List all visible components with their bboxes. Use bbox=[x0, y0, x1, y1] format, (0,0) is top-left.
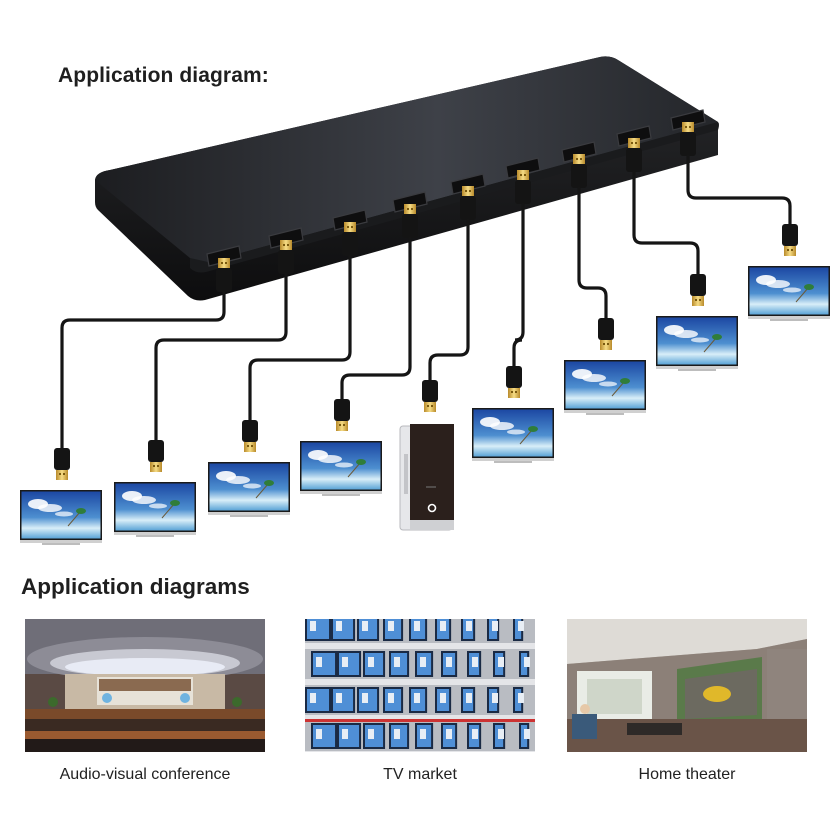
hdmi-cables bbox=[54, 154, 798, 480]
caption-audio-visual-conference: Audio-visual conference bbox=[59, 766, 231, 783]
hdmi-splitter-device bbox=[95, 56, 719, 301]
hdmi-port bbox=[561, 141, 597, 163]
hdmi-plug bbox=[626, 138, 642, 172]
hdmi-plug bbox=[54, 448, 70, 480]
tv-monitor-icon bbox=[747, 265, 831, 322]
hdmi-plug bbox=[402, 204, 418, 238]
tv-monitor-icon bbox=[655, 315, 739, 372]
hdmi-cable bbox=[512, 202, 525, 368]
caption-home-theater: Home theater bbox=[638, 766, 736, 783]
hdmi-plug bbox=[242, 420, 258, 452]
hdmi-cable bbox=[686, 154, 792, 226]
output-displays bbox=[19, 265, 831, 546]
hdmi-cable bbox=[577, 186, 608, 320]
photo-tv-market bbox=[305, 619, 535, 752]
hdmi-plug bbox=[598, 318, 614, 350]
caption-tv-market: TV market bbox=[383, 766, 457, 783]
hdmi-cable bbox=[154, 272, 288, 442]
hdmi-cable bbox=[60, 290, 226, 450]
photo-audio-visual-conference bbox=[25, 619, 265, 752]
hdmi-plug bbox=[278, 240, 294, 274]
hdmi-cable bbox=[632, 170, 700, 276]
hdmi-port bbox=[268, 227, 304, 249]
photo-home-theater bbox=[567, 619, 807, 752]
hdmi-plug bbox=[680, 122, 696, 156]
hdmi-port bbox=[616, 125, 652, 147]
hdmi-plug bbox=[460, 186, 476, 220]
output-ports bbox=[206, 109, 706, 292]
hdmi-port bbox=[505, 157, 541, 179]
hdmi-plug bbox=[690, 274, 706, 306]
hdmi-port bbox=[392, 191, 428, 213]
tv-monitor-icon bbox=[113, 481, 197, 538]
hdmi-cable bbox=[428, 218, 470, 382]
hdmi-plug bbox=[571, 154, 587, 188]
hdmi-port bbox=[206, 245, 242, 267]
hdmi-plug bbox=[506, 366, 522, 398]
hdmi-port bbox=[332, 209, 368, 231]
hdmi-plug bbox=[422, 380, 438, 412]
applications-title: Application diagrams bbox=[21, 574, 250, 599]
tv-monitor-icon bbox=[207, 461, 291, 518]
hdmi-plug bbox=[782, 224, 798, 256]
tv-monitor-icon bbox=[19, 489, 103, 546]
application-diagram bbox=[19, 56, 831, 546]
hdmi-plug bbox=[515, 170, 531, 204]
tv-monitor-icon bbox=[563, 359, 647, 416]
hdmi-port bbox=[450, 173, 486, 195]
tv-monitor-icon bbox=[299, 440, 383, 497]
tv-monitor-icon bbox=[471, 407, 555, 464]
hdmi-cable bbox=[340, 236, 412, 401]
hdmi-port bbox=[670, 109, 706, 131]
hdmi-plug bbox=[334, 399, 350, 431]
diagram-title: Application diagram: bbox=[58, 64, 269, 87]
desktop-pc-icon bbox=[399, 424, 454, 531]
hdmi-plug bbox=[216, 258, 232, 292]
hdmi-plug bbox=[342, 222, 358, 256]
hdmi-cable bbox=[248, 254, 352, 422]
hdmi-plug bbox=[148, 440, 164, 472]
